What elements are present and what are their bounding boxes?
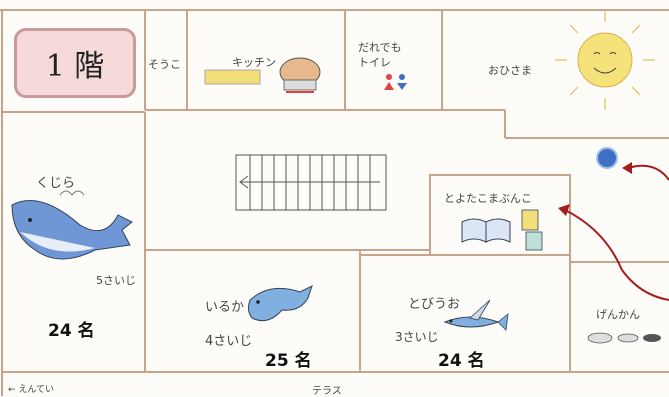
flyingfish-icon: [443, 299, 509, 331]
route-arrows: [558, 162, 669, 301]
floor-badge: 1 階: [14, 28, 136, 98]
flyingfish-count: 24 名: [438, 351, 485, 371]
flyingfish-age-label: 3さいじ: [395, 330, 439, 344]
garden-label: ← えんてい: [8, 385, 54, 395]
kitchen-label: キッチン: [232, 56, 276, 69]
kitchen-icon: [204, 57, 321, 93]
flyingfish-room-label: とびうお: [408, 297, 461, 312]
entrance-label: げんかん: [596, 308, 640, 321]
whale-room-label: くじら: [36, 176, 76, 191]
stairs: [235, 154, 387, 211]
toilet-label: だれでも トイレ: [358, 41, 402, 69]
whale-count: 24 名: [48, 321, 95, 341]
toilet-icon: [384, 74, 407, 90]
dolphin-room-label: いるか: [205, 300, 245, 315]
sun-room-label: おひさま: [488, 64, 532, 77]
terrace-label: テラス: [312, 386, 342, 397]
whale-icon: [11, 190, 133, 260]
whale-age-label: 5さいじ: [96, 274, 136, 287]
library-label: とよたこまぶんこ: [444, 192, 532, 205]
sun-icon: [555, 10, 655, 110]
location-marker: [596, 147, 618, 169]
shoes-icon: [587, 332, 661, 344]
dolphin-icon: [247, 285, 313, 322]
walls: [0, 9, 669, 396]
book-icon: [461, 209, 543, 251]
dolphin-age-label: 4さいじ: [205, 334, 253, 349]
storage-label: そうこ: [148, 58, 181, 71]
dolphin-count: 25 名: [265, 351, 312, 371]
